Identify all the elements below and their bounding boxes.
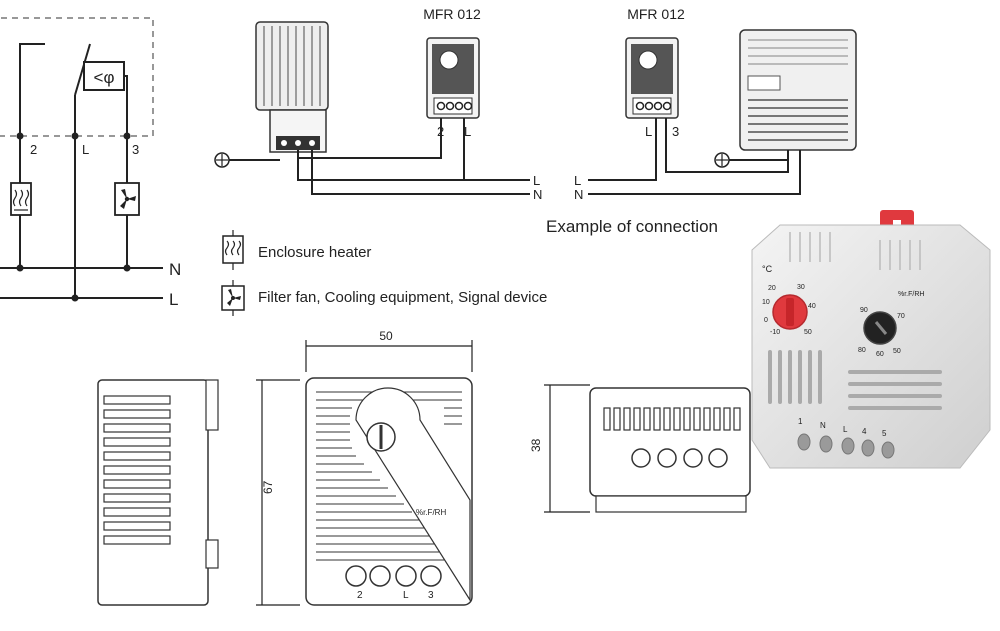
drawing-terminal-3: 3 [428, 590, 434, 601]
photo-terminal-1: 1 [798, 417, 803, 426]
fan-icon [114, 182, 140, 216]
wire-label-right-n: N [574, 187, 583, 202]
cooling-unit-device [739, 29, 857, 151]
temp-scale-40: 40 [808, 303, 816, 310]
wire-label-right-l: L [574, 173, 581, 188]
side-view-drawing [97, 379, 219, 606]
right-terminal-l: L [645, 124, 652, 139]
legend-heater-icon [222, 235, 244, 264]
device-left-label: MFR 012 [423, 6, 481, 22]
connection-example: MFR 012 2 L MFR 012 L 3 [214, 6, 857, 236]
rail-label-n: N [169, 260, 181, 279]
dimension-depth: 38 [529, 438, 543, 452]
temp-scale-20: 20 [768, 285, 776, 292]
humidity-scale-70: 70 [897, 313, 905, 320]
contact-symbol: <φ [94, 68, 115, 87]
photo-terminal-4: 4 [862, 427, 867, 436]
temp-scale-30: 30 [797, 284, 805, 291]
mfr012-device-right: MFR 012 L 3 [625, 6, 685, 139]
enclosure-heater-device [255, 21, 329, 153]
thermostat-boundary [0, 17, 154, 137]
drawing-terminal-2: 2 [357, 590, 363, 601]
temp-scale-0: 0 [764, 317, 768, 324]
dimension-height: 67 [261, 480, 275, 494]
ground-icon-right [714, 152, 730, 168]
left-terminal-l: L [464, 124, 471, 139]
device-right-label: MFR 012 [627, 6, 685, 22]
photo-humidity-unit: %r.F/RH [898, 291, 924, 298]
terminal-label-2: 2 [30, 142, 37, 157]
photo-terminal-5: 5 [882, 429, 887, 438]
humidity-scale-50: 50 [893, 348, 901, 355]
ground-icon-left [214, 152, 230, 168]
terminal-label-3: 3 [132, 142, 139, 157]
temp-scale-50: 50 [804, 329, 812, 336]
switch-contact [74, 43, 91, 96]
legend-fan-label: Filter fan, Cooling equipment, Signal de… [258, 289, 547, 306]
dimension-width: 50 [379, 329, 393, 343]
connection-caption: Example of connection [546, 217, 718, 236]
temp-scale-10: 10 [762, 299, 770, 306]
rail-label-l: L [169, 290, 178, 309]
mfr012-device-left: MFR 012 2 L [423, 6, 481, 139]
wire-label-left-l: L [533, 173, 540, 188]
legend-heater-label: Enclosure heater [258, 244, 371, 261]
legend-fan-icon [221, 285, 245, 311]
drawing-dial-text: %r.F/RH [416, 508, 446, 517]
photo-terminal-l: L [843, 425, 848, 434]
humidity-scale-80: 80 [858, 347, 866, 354]
front-view-drawing: 50 67 %r.F/RH 2 L 3 [256, 329, 473, 606]
right-terminal-3: 3 [672, 124, 679, 139]
bottom-view-drawing: 38 [529, 384, 751, 513]
legend: Enclosure heater Filter fan, Cooling equ… [221, 230, 547, 316]
temp-scale-minus10: -10 [770, 329, 780, 336]
terminal-label-l: L [82, 142, 89, 157]
humidity-scale-90: 90 [860, 307, 868, 314]
product-photo: °C %r.F/RH 20 30 40 50 10 0 -10 90 70 80… [751, 210, 991, 469]
wire-label-left-n: N [533, 187, 542, 202]
drawing-terminal-l: L [403, 590, 409, 601]
humidity-scale-60: 60 [876, 351, 884, 358]
wiring-schematic: <φ 2 L 3 N L [0, 17, 181, 309]
photo-terminal-n: N [820, 421, 826, 430]
photo-celsius-unit: °C [762, 264, 773, 274]
heater-icon [10, 182, 32, 216]
